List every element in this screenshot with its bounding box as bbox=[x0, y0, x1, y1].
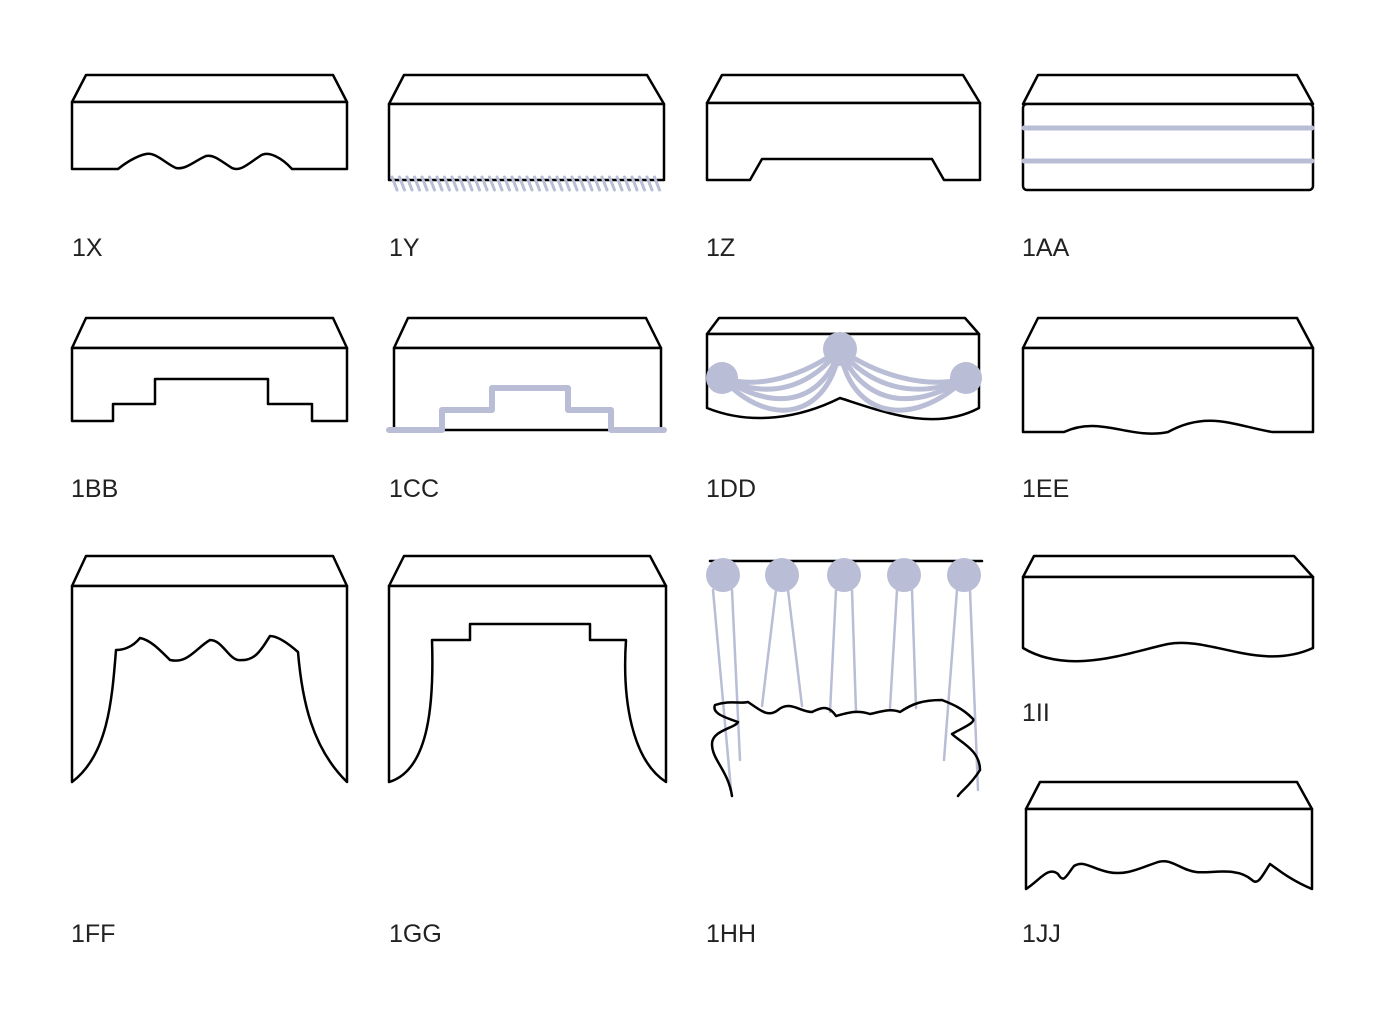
fringe-tick bbox=[390, 175, 399, 192]
fringe-tick bbox=[578, 175, 586, 192]
valance-1bb: 1BB bbox=[70, 316, 349, 503]
valance-1aa: 1AA bbox=[1021, 73, 1315, 262]
valance-1dd-top-board bbox=[705, 316, 981, 336]
valance-1cc-stepped-band bbox=[386, 385, 667, 433]
valance-1z: 1Z bbox=[705, 73, 982, 262]
valance-1hh-rings bbox=[706, 558, 981, 592]
fringe-tick bbox=[450, 175, 459, 192]
fringe-tick bbox=[608, 175, 616, 192]
style-label-1hh: 1HH bbox=[706, 920, 756, 948]
fringe-tick bbox=[428, 175, 436, 192]
valance-1dd-rosette-center bbox=[823, 332, 857, 366]
valance-1ii: 1II bbox=[1021, 554, 1315, 727]
fringe-tick bbox=[405, 175, 414, 192]
fringe-tick bbox=[615, 175, 624, 192]
valance-1hh-ruffle-hem bbox=[710, 698, 982, 798]
fringe-tick bbox=[503, 175, 511, 192]
valance-1dd-rosette-left bbox=[706, 362, 738, 394]
fringe-tick bbox=[495, 175, 504, 192]
fringe-tick bbox=[570, 175, 579, 192]
fringe-tick bbox=[458, 175, 466, 192]
valance-1x: 1X bbox=[70, 73, 349, 262]
style-label-1gg: 1GG bbox=[389, 920, 442, 948]
fringe-tick bbox=[653, 175, 661, 192]
valance-1gg-face bbox=[387, 584, 668, 784]
fringe-tick bbox=[593, 175, 601, 192]
fringe-tick bbox=[480, 175, 489, 192]
valance-1cc: 1CC bbox=[386, 316, 667, 503]
fringe-tick bbox=[563, 175, 571, 192]
valance-1ee-top-board bbox=[1021, 316, 1315, 350]
fringe-tick bbox=[518, 175, 526, 192]
fringe-tick bbox=[510, 175, 519, 192]
style-label-1cc: 1CC bbox=[389, 475, 439, 503]
valance-1bb-top-board bbox=[70, 316, 349, 350]
valance-1y-face bbox=[387, 102, 666, 182]
style-label-1aa: 1AA bbox=[1022, 234, 1070, 262]
valance-1ff-face bbox=[70, 584, 349, 784]
valance-1jj: 1JJ bbox=[1022, 780, 1314, 948]
fringe-tick bbox=[540, 175, 549, 192]
fringe-tick bbox=[435, 175, 444, 192]
valance-1y-fringe-trim bbox=[390, 175, 661, 192]
fringe-tick bbox=[473, 175, 481, 192]
valance-1ee-face bbox=[1021, 346, 1315, 435]
valance-1dd-rosette-right bbox=[950, 362, 982, 394]
valance-1z-top-board bbox=[705, 73, 982, 105]
valance-1hh-ring bbox=[765, 558, 799, 592]
fringe-tick bbox=[525, 175, 534, 192]
valance-1hh-sheer-drops bbox=[711, 588, 980, 792]
valance-1hh-ring bbox=[827, 558, 861, 592]
fringe-tick bbox=[600, 175, 609, 192]
fringe-tick bbox=[420, 175, 429, 192]
valance-1y: 1Y bbox=[387, 73, 666, 262]
fringe-tick bbox=[465, 175, 474, 192]
valance-1hh-ring bbox=[706, 558, 740, 592]
style-label-1ii: 1II bbox=[1022, 699, 1050, 727]
style-label-1ee: 1EE bbox=[1022, 475, 1069, 503]
valance-1aa-face bbox=[1021, 102, 1315, 192]
style-label-1z: 1Z bbox=[706, 234, 735, 262]
fringe-tick bbox=[623, 175, 631, 192]
fringe-tick bbox=[443, 175, 451, 192]
valance-1aa-top-board bbox=[1021, 73, 1315, 106]
valance-1ii-face bbox=[1021, 575, 1315, 663]
valance-1gg: 1GG bbox=[387, 554, 668, 948]
valance-1y-top-board bbox=[387, 73, 666, 106]
valance-1jj-top-board bbox=[1024, 780, 1314, 811]
style-label-1x: 1X bbox=[72, 234, 103, 262]
fringe-tick bbox=[533, 175, 541, 192]
valance-1bb-face bbox=[70, 346, 349, 423]
valance-1x-top-board bbox=[70, 73, 349, 104]
valance-1jj-face bbox=[1024, 807, 1314, 891]
fringe-tick bbox=[585, 175, 594, 192]
valance-1cc-top-board bbox=[392, 316, 663, 350]
style-label-1ff: 1FF bbox=[71, 920, 115, 948]
valance-1hh-ring bbox=[947, 558, 981, 592]
valance-1ff-top-board bbox=[70, 554, 349, 588]
valance-1x-face bbox=[70, 100, 349, 171]
fringe-tick bbox=[413, 175, 421, 192]
fringe-tick bbox=[630, 175, 639, 192]
valance-1hh-ring bbox=[887, 558, 921, 592]
fringe-tick bbox=[488, 175, 496, 192]
valance-1ii-top-board bbox=[1021, 554, 1315, 579]
valance-1dd: 1DD bbox=[705, 316, 982, 503]
style-label-1dd: 1DD bbox=[706, 475, 756, 503]
fringe-tick bbox=[638, 175, 646, 192]
valance-1hh: 1HH bbox=[706, 558, 984, 948]
valance-1gg-top-board bbox=[387, 554, 668, 588]
valance-1ee: 1EE bbox=[1021, 316, 1315, 503]
style-label-1bb: 1BB bbox=[71, 475, 118, 503]
fringe-tick bbox=[645, 175, 654, 192]
style-label-1y: 1Y bbox=[389, 234, 420, 262]
fringe-tick bbox=[548, 175, 556, 192]
fringe-tick bbox=[398, 175, 406, 192]
fringe-tick bbox=[555, 175, 564, 192]
valance-1z-face bbox=[705, 101, 982, 182]
style-label-1jj: 1JJ bbox=[1022, 920, 1061, 948]
valance-1ff: 1FF bbox=[70, 554, 349, 948]
